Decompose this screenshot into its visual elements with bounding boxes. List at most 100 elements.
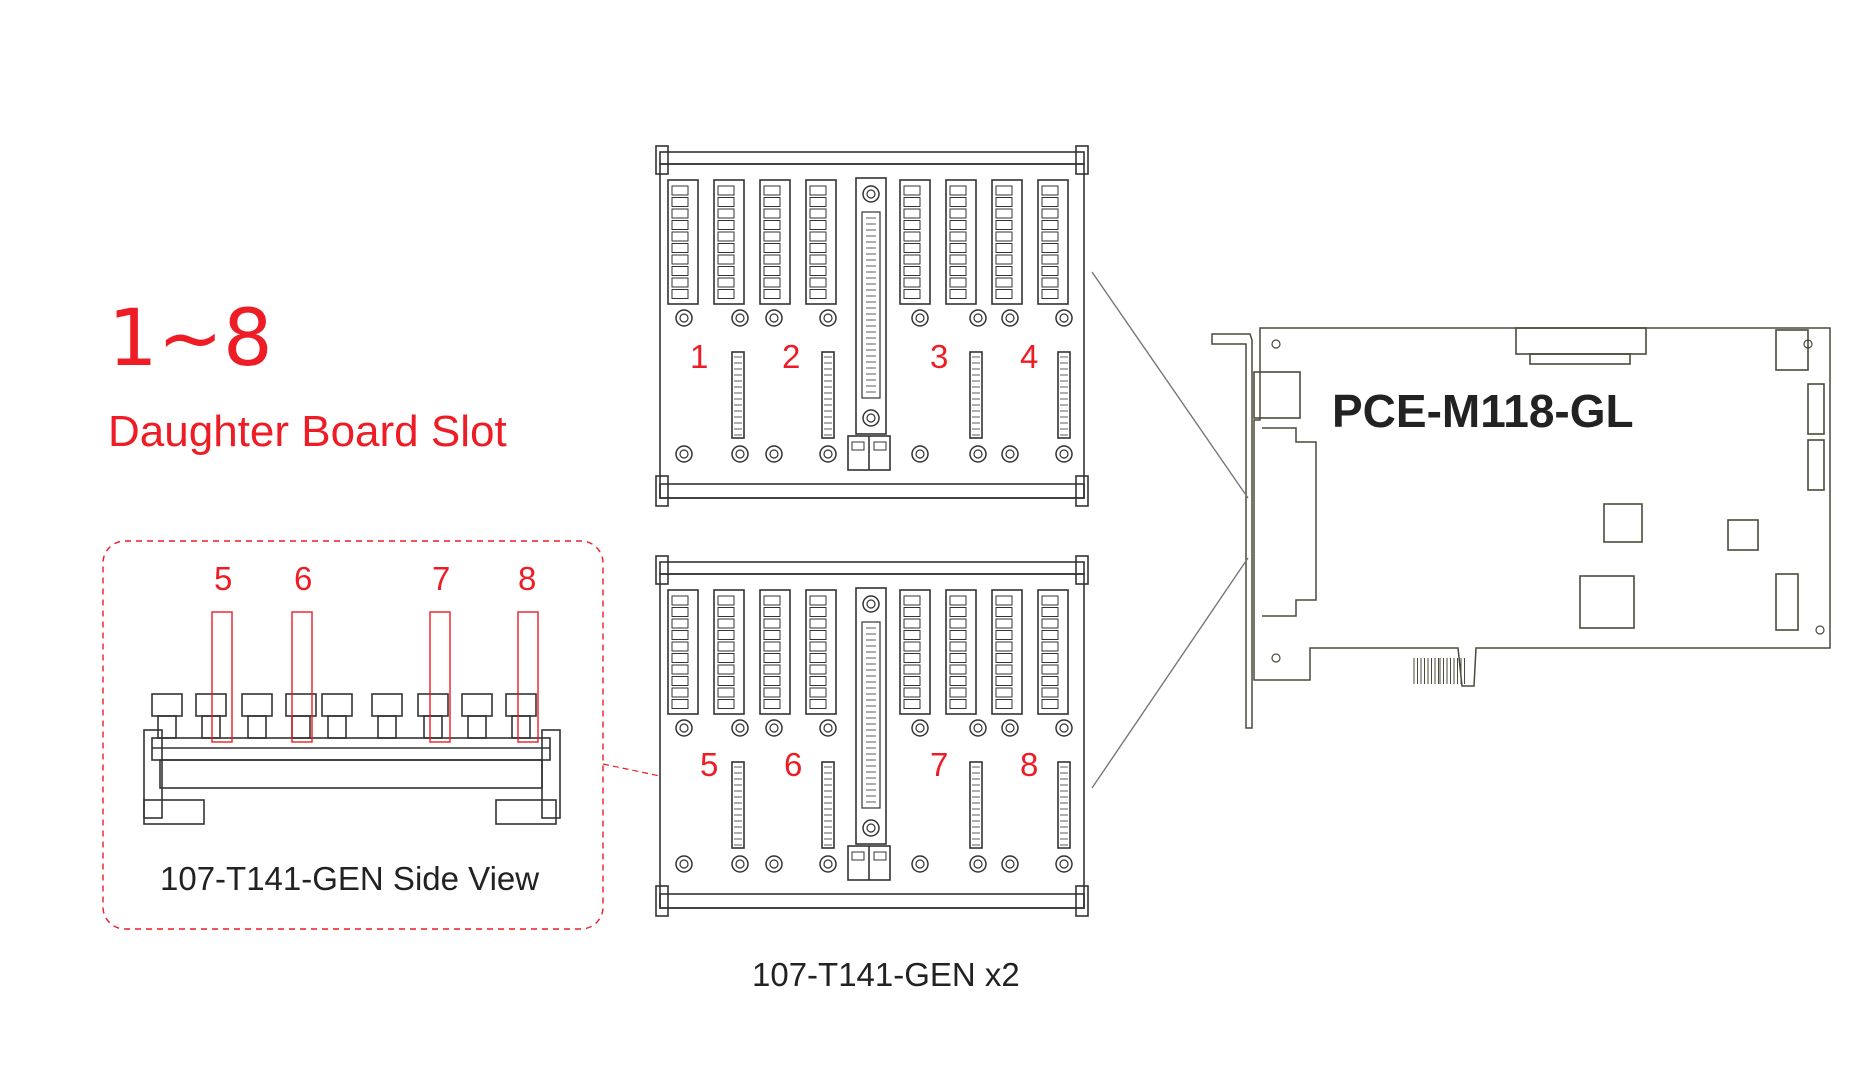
mount-ring xyxy=(675,855,693,873)
connector-screw xyxy=(866,823,876,833)
card-hole xyxy=(1271,339,1281,349)
connector-screw xyxy=(862,595,880,613)
card-hole xyxy=(1271,653,1281,663)
terminal-screw xyxy=(763,289,781,299)
mount-ring xyxy=(1059,449,1069,459)
slot-title-label: Daughter Board Slot xyxy=(108,407,507,456)
terminal-block xyxy=(667,589,699,715)
terminal-screw xyxy=(763,185,781,196)
terminal-screw xyxy=(949,630,967,640)
terminal-screw xyxy=(995,607,1013,617)
card-port xyxy=(1253,371,1301,419)
terminal-screw xyxy=(949,277,967,288)
terminal-screw xyxy=(903,243,921,253)
terminal-block xyxy=(991,179,1023,305)
side-terminal-neck xyxy=(327,715,347,739)
mount-ring xyxy=(973,859,983,869)
board-rail-end xyxy=(1075,475,1089,507)
terminal-screw xyxy=(809,653,827,663)
daughter-header xyxy=(731,351,745,439)
side-slot-marker xyxy=(291,611,313,743)
terminal-screw xyxy=(1041,254,1059,265)
terminal-screw xyxy=(949,185,967,196)
mount-ring xyxy=(1055,855,1073,873)
terminal-screw xyxy=(903,266,921,276)
terminal-block xyxy=(1037,589,1069,715)
mount-ring xyxy=(735,313,745,323)
mount-ring xyxy=(769,449,779,459)
mount-ring xyxy=(679,449,689,459)
terminal-block xyxy=(759,589,791,715)
terminal-screw xyxy=(717,595,735,606)
terminal-screw xyxy=(717,664,735,675)
connection-lines xyxy=(1091,271,1249,789)
terminal-screw xyxy=(995,220,1013,230)
terminal-screw xyxy=(809,231,827,242)
side-terminal-head xyxy=(321,693,353,717)
terminal-screw xyxy=(1041,266,1059,276)
terminal-screw xyxy=(809,208,827,219)
terminal-screw xyxy=(995,595,1013,606)
mount-ring xyxy=(1001,855,1019,873)
mount-ring xyxy=(823,723,833,733)
terminal-screw xyxy=(903,277,921,288)
terminal-screw xyxy=(903,231,921,242)
terminal-screw xyxy=(809,699,827,709)
terminal-screw xyxy=(1041,607,1059,617)
daughter-header xyxy=(821,761,835,849)
bottom-slot-number: 8 xyxy=(1020,746,1039,783)
connector-screw xyxy=(866,189,876,199)
terminal-screw xyxy=(717,197,735,207)
terminal-screw xyxy=(671,266,689,276)
terminal-screw xyxy=(949,664,967,675)
terminal-screw xyxy=(949,266,967,276)
terminal-board-top xyxy=(655,145,1089,507)
terminal-screw xyxy=(903,595,921,606)
terminal-screw xyxy=(809,687,827,698)
card-outline xyxy=(1253,327,1831,687)
mount-ring xyxy=(819,719,837,737)
terminal-screw xyxy=(995,618,1013,629)
terminal-screw xyxy=(1041,243,1059,253)
mount-ring xyxy=(973,313,983,323)
mount-ring xyxy=(735,859,745,869)
side-foot-right xyxy=(495,799,557,825)
mount-ring xyxy=(911,719,929,737)
terminal-screw xyxy=(1041,687,1059,698)
mount-ring xyxy=(679,859,689,869)
side-terminal-neck xyxy=(201,715,221,739)
terminal-screw xyxy=(717,687,735,698)
side-slot-number: 6 xyxy=(294,560,313,597)
mount-ring xyxy=(911,309,929,327)
terminal-screw xyxy=(1041,185,1059,196)
terminal-screw xyxy=(995,243,1013,253)
terminal-screw xyxy=(995,208,1013,219)
terminal-screw xyxy=(717,185,735,196)
card-component xyxy=(1807,383,1825,435)
mount-ring xyxy=(1005,723,1015,733)
mount-ring xyxy=(1059,723,1069,733)
terminal-screw xyxy=(1041,289,1059,299)
terminal-screw xyxy=(903,197,921,207)
board-caption: 107-T141-GEN x2 xyxy=(752,956,1020,993)
mount-ring xyxy=(731,309,749,327)
mount-ring xyxy=(1055,719,1073,737)
terminal-screw xyxy=(763,676,781,686)
board-rail-end xyxy=(1075,885,1089,917)
terminal-screw xyxy=(903,687,921,698)
terminal-screw xyxy=(671,699,689,709)
mount-ring xyxy=(823,859,833,869)
board-plate xyxy=(659,163,1085,499)
terminal-screw xyxy=(949,197,967,207)
terminal-screw xyxy=(949,641,967,652)
terminal-screw xyxy=(903,653,921,663)
terminal-screw xyxy=(671,607,689,617)
side-terminal-neck xyxy=(423,715,443,739)
terminal-screw xyxy=(671,653,689,663)
mount-ring xyxy=(735,723,745,733)
terminal-screw xyxy=(671,687,689,698)
terminal-block xyxy=(899,179,931,305)
card-model-label: PCE-M118-GL xyxy=(1332,385,1634,437)
terminal-screw xyxy=(763,641,781,652)
